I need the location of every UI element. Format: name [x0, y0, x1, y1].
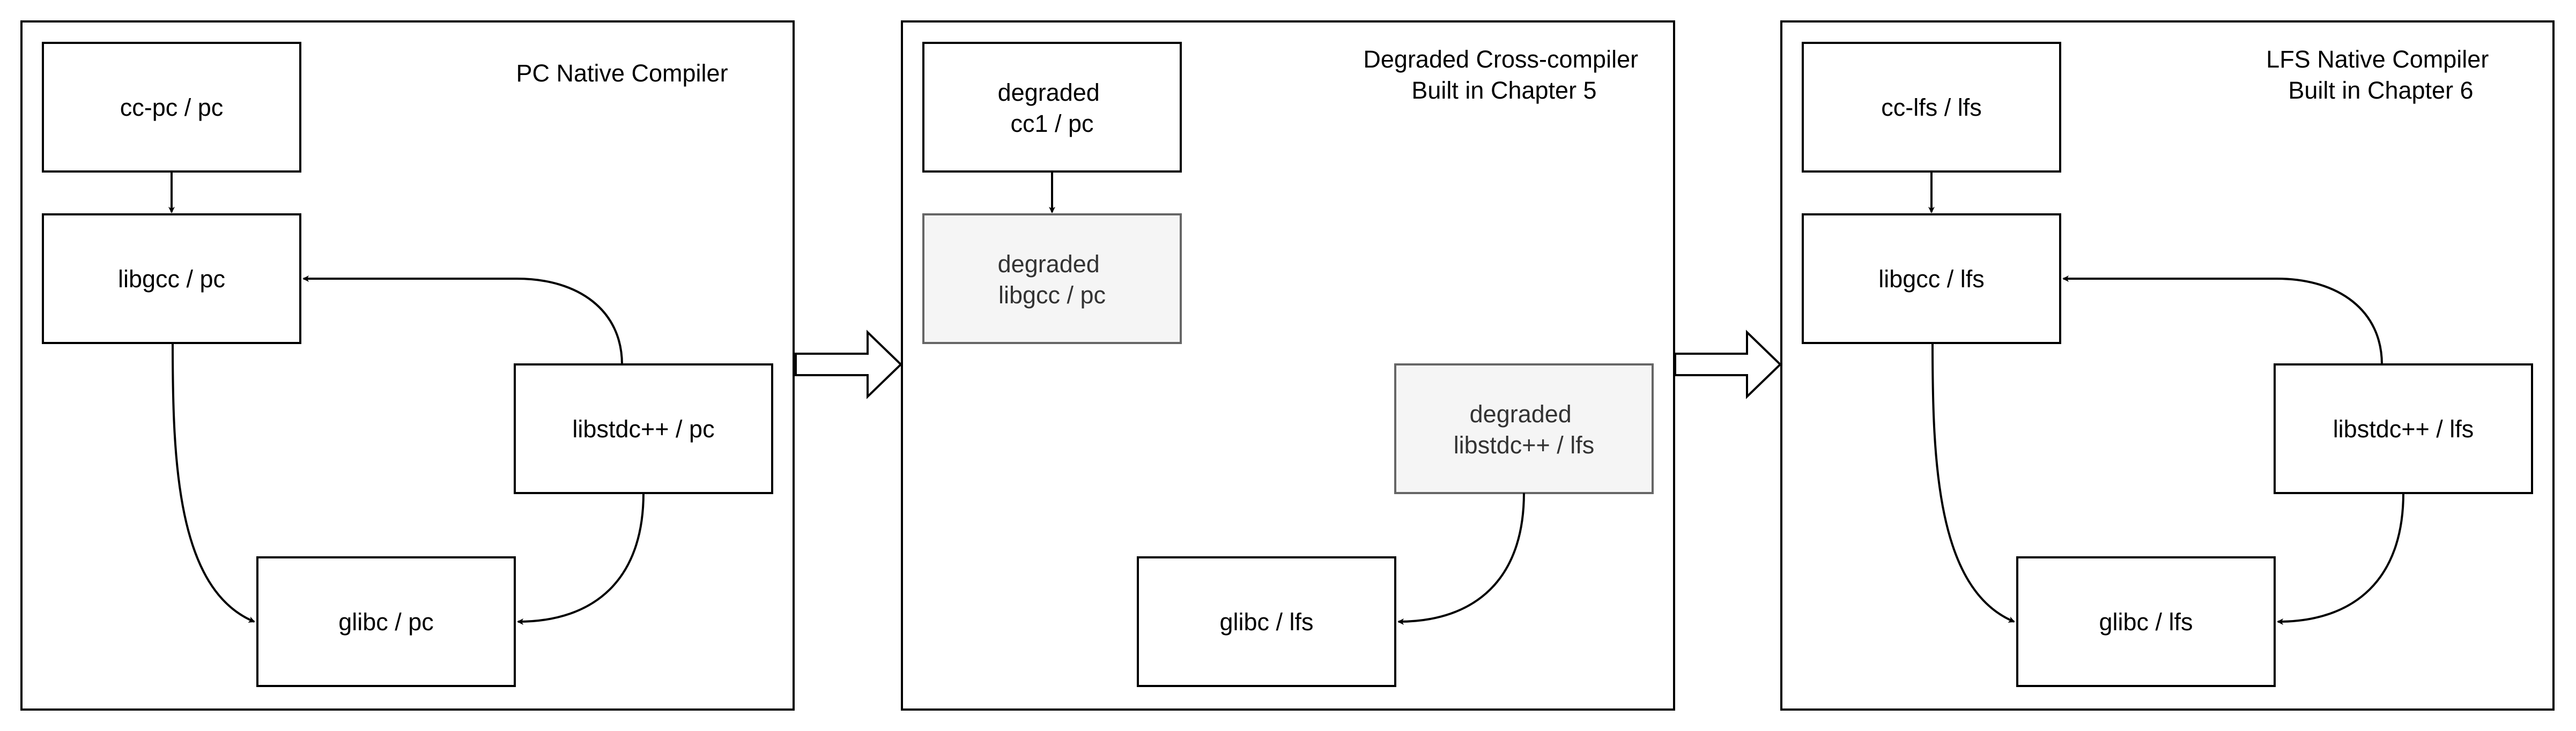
node-cross-cc1: degraded cc1 / pc [922, 42, 1182, 173]
panel-cross-title: Degraded Cross-compiler Built in Chapter… [1363, 46, 1645, 104]
node-pc-libgcc: libgcc / pc [42, 213, 301, 344]
node-lfs-libgcc: libgcc / lfs [1802, 213, 2061, 344]
svg-text:cc-lfs / lfs: cc-lfs / lfs [1881, 94, 1982, 121]
node-pc-cc: cc-pc / pc [42, 42, 301, 173]
svg-text:libstdc++ / lfs: libstdc++ / lfs [2333, 415, 2474, 443]
svg-text:cc-pc / pc: cc-pc / pc [120, 94, 224, 121]
panel-lfs-native-compiler: LFS Native Compiler Built in Chapter 6 c… [1780, 20, 2555, 711]
edge-lfs-libstdcxx-to-glibc [2277, 493, 2404, 625]
node-lfs-cc: cc-lfs / lfs [1802, 42, 2061, 173]
svg-text:glibc / pc: glibc / pc [338, 608, 434, 636]
panel-pc-native-compiler: PC Native Compiler cc-pc / pc libgcc / p… [20, 20, 795, 711]
node-lfs-glibc: glibc / lfs [2016, 556, 2276, 687]
stage-transition-arrow-2 [1674, 330, 1782, 399]
node-cross-libgcc-degraded: degraded libgcc / pc [922, 213, 1182, 344]
edge-lfs-libgcc-to-glibc [1931, 342, 2015, 623]
svg-text:degraded libgcc / pc: degraded libgcc / pc [998, 250, 1107, 309]
edge-lfs-libstdcxx-to-libgcc [2062, 275, 2383, 365]
node-cross-libstdcxx-degraded: degraded libstdc++ / lfs [1394, 363, 1654, 494]
svg-text:libgcc / pc: libgcc / pc [118, 265, 225, 293]
panel-pc-title: PC Native Compiler [516, 59, 728, 87]
edge-pc-libstdcxx-to-glibc [517, 493, 645, 625]
svg-text:libstdc++ / pc: libstdc++ / pc [572, 415, 714, 443]
node-cross-glibc: glibc / lfs [1137, 556, 1396, 687]
svg-text:libgcc / lfs: libgcc / lfs [1878, 265, 1985, 293]
edge-pc-libstdcxx-to-libgcc [302, 275, 623, 365]
edge-cross-libstdcxx-to-glibc [1397, 493, 1525, 625]
stage-transition-arrow-1 [795, 330, 902, 399]
panel-lfs-title: LFS Native Compiler Built in Chapter 6 [2266, 46, 2496, 104]
node-pc-libstdcxx: libstdc++ / pc [514, 363, 773, 494]
svg-text:degraded libstdc++ / l: degraded libstdc++ / lfs [1454, 400, 1595, 459]
svg-text:glibc / lfs: glibc / lfs [2099, 608, 2193, 636]
svg-text:degraded cc1 / pc: degraded cc1 / pc [998, 79, 1107, 137]
edge-pc-libgcc-to-glibc [172, 342, 255, 623]
node-pc-glibc: glibc / pc [256, 556, 516, 687]
svg-text:glibc / lfs: glibc / lfs [1219, 608, 1313, 636]
panel-degraded-cross-compiler: Degraded Cross-compiler Built in Chapter… [901, 20, 1675, 711]
node-lfs-libstdcxx: libstdc++ / lfs [2274, 363, 2533, 494]
